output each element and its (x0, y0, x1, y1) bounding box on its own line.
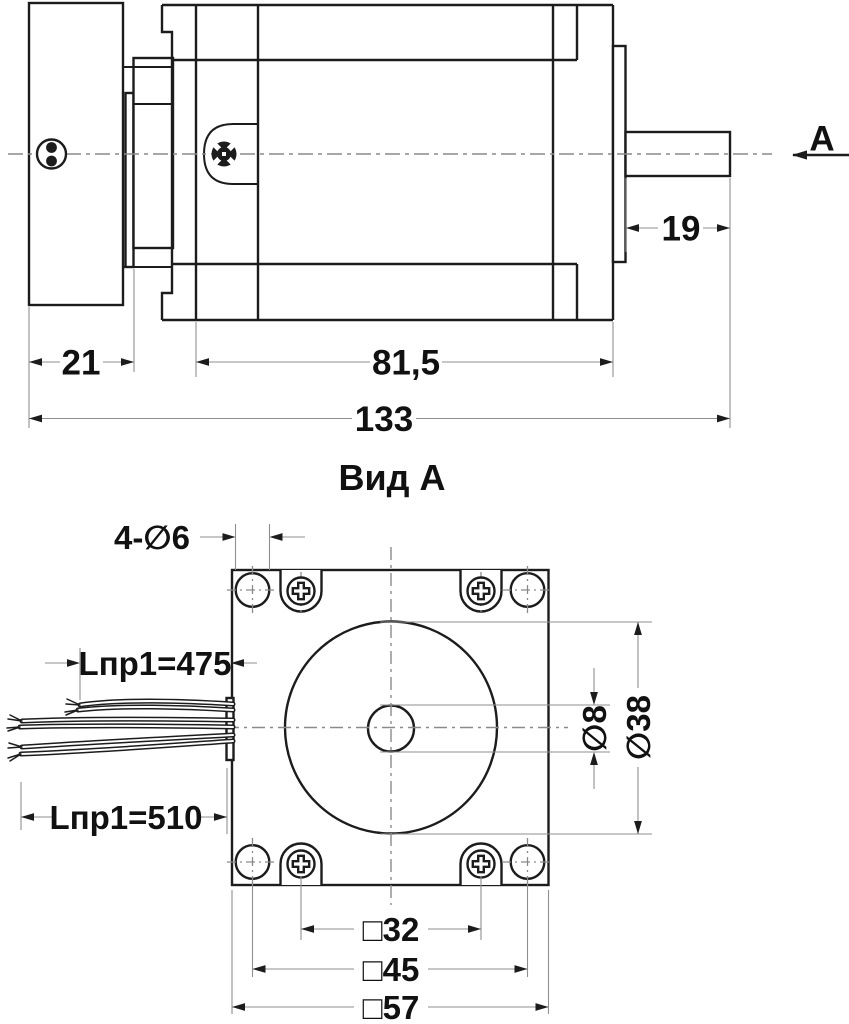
wire-frayed-ends (6, 698, 81, 762)
front-view: 4-∅6 Lпр1=475 Lпр1=510 ∅8 ∅38 (6, 519, 657, 1024)
dim-shaft-diameter: ∅8 (576, 705, 613, 752)
front-view-title: Вид А (339, 457, 446, 498)
screw-top-left (286, 576, 316, 606)
front-view-dimensions: 4-∅6 Lпр1=475 Lпр1=510 ∅8 ∅38 (20, 519, 657, 1024)
lead-wires (6, 698, 236, 762)
dim-square-holes: □45 (363, 951, 420, 988)
view-direction-arrow: А (792, 120, 849, 160)
screw-bottom-left (286, 849, 316, 879)
view-arrow-head (792, 150, 807, 160)
dim-body-length: 81,5 (372, 344, 440, 383)
screw-head-side (211, 141, 237, 167)
dim-shaft-length: 19 (662, 210, 701, 249)
motor-body-outline (160, 3, 613, 322)
screw-bottom-right (466, 849, 496, 879)
dim-boss-diameter: ∅38 (620, 695, 657, 760)
dim-plate-width: 21 (62, 344, 101, 383)
motor-body-sections (194, 5, 615, 320)
side-view-dimensions: 21 81,5 133 19 (28, 178, 731, 439)
adapter-slab (132, 56, 175, 250)
side-view: А 21 81,5 133 (8, 1, 849, 439)
adapter-step-lines (123, 66, 173, 268)
dim-wire-short: Lпр1=475 (79, 645, 232, 682)
dim-square-screws: □32 (363, 911, 420, 948)
screw-top-right (466, 576, 496, 606)
dim-square-body: □57 (363, 989, 420, 1024)
motor-body-inner-lines (172, 58, 577, 266)
dim-total-length: 133 (355, 400, 413, 439)
view-arrow-label: А (809, 120, 834, 159)
dim-corner-holes: 4-∅6 (114, 519, 190, 556)
plate-connector-detail (35, 138, 68, 170)
dim-wire-long: Lпр1=510 (50, 799, 203, 836)
